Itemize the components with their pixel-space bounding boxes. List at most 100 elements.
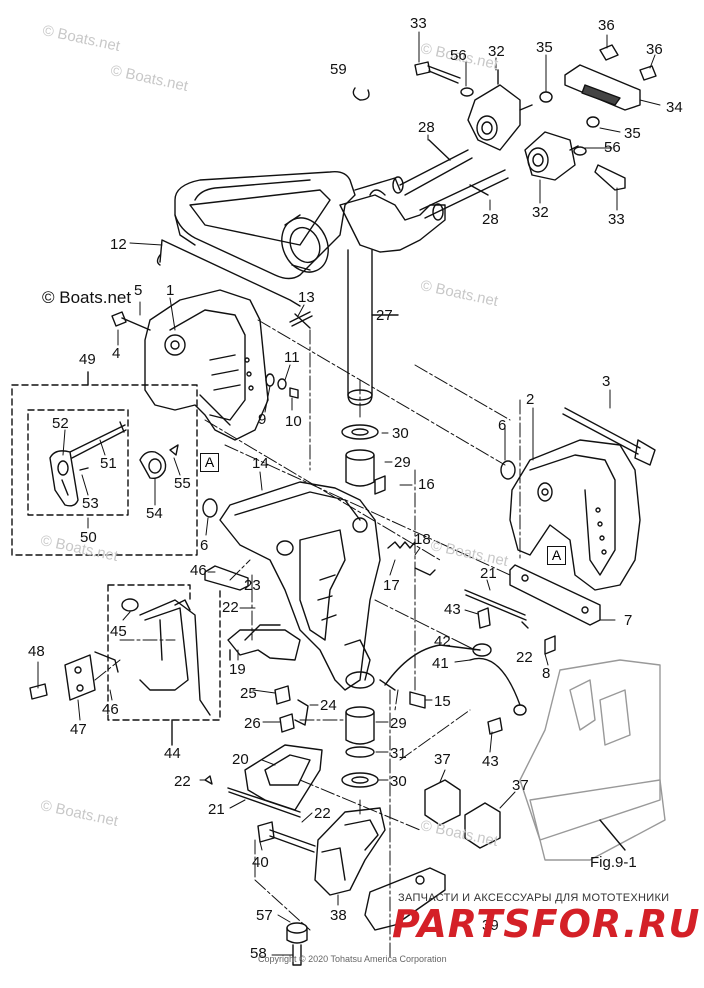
- part-label: 23: [244, 577, 261, 594]
- part-label: 16: [418, 476, 435, 493]
- part-label: 22: [174, 773, 191, 790]
- leader-fig: [599, 819, 626, 851]
- part-label: 44: [164, 745, 181, 762]
- part-label: 6: [200, 537, 209, 554]
- part-label: 48: [28, 643, 45, 660]
- bolts-washers-top-drawing: [352, 61, 626, 191]
- promo-text: ЗАПЧАСТИ И АКСЕССУАРЫ ДЛЯ МОТОТЕХНИКИ: [398, 892, 670, 904]
- part-label: 7: [624, 612, 633, 629]
- assembly-box-44: [107, 584, 221, 721]
- part-label: 37: [434, 751, 451, 768]
- part-label: 19: [229, 661, 246, 678]
- part-label: 59: [330, 61, 347, 78]
- part-label: 15: [434, 693, 451, 710]
- part-label: 6: [498, 417, 507, 434]
- part-label: 35: [536, 39, 553, 56]
- part-label: 49: [79, 351, 96, 368]
- ref-box-a: A: [547, 546, 566, 565]
- part-label: 54: [146, 505, 163, 522]
- part-label: 8: [542, 665, 551, 682]
- part-label: 12: [110, 236, 127, 253]
- clamp-bracket-right-drawing: [509, 439, 641, 591]
- part-label: 51: [100, 455, 117, 472]
- part-label: 3: [602, 373, 611, 390]
- ground-wire-drawing: [379, 607, 527, 716]
- part-label: 4: [112, 345, 121, 362]
- part-label: 31: [390, 745, 407, 762]
- bushings-top-drawing: [341, 424, 386, 495]
- part-label: 26: [244, 715, 261, 732]
- washer-6-left: [202, 498, 218, 518]
- part-label: 28: [418, 119, 435, 136]
- part-label: 21: [480, 565, 497, 582]
- part-25-drawing: [274, 685, 291, 705]
- part-label: 9: [258, 411, 267, 428]
- copyright-text: Copyright © 2020 Tohatsu America Corpora…: [258, 954, 447, 964]
- rod-21-upper: [464, 589, 527, 621]
- swivel-bracket-drawing: [219, 481, 381, 691]
- part-label: 27: [376, 307, 393, 324]
- part-26-drawing: [279, 713, 295, 733]
- part-label: 29: [394, 454, 411, 471]
- part-label: 56: [450, 47, 467, 64]
- washer-6-right: [500, 460, 516, 480]
- part-label: 29: [390, 715, 407, 732]
- screw-51-drawing: [69, 421, 127, 459]
- part-label: 5: [134, 282, 143, 299]
- screw-13-drawing: [289, 311, 313, 329]
- part-label: 46: [190, 562, 207, 579]
- spring-17-drawing: [387, 541, 436, 576]
- stud-bolts-drawing: [399, 139, 509, 219]
- part-label: 41: [432, 655, 449, 672]
- part-label: 37: [512, 777, 529, 794]
- part-label: 24: [320, 697, 337, 714]
- part-label: 20: [232, 751, 249, 768]
- part-label: 11: [284, 349, 300, 366]
- part-label: 28: [482, 211, 499, 228]
- part-label: 43: [444, 601, 461, 618]
- lock-plate-drawing: [244, 744, 323, 811]
- knob-54-drawing: [139, 450, 167, 480]
- assembly-box-50: [27, 409, 129, 516]
- part-label: 43: [482, 753, 499, 770]
- part-label: 21: [208, 801, 225, 818]
- bolt-3-drawing: [562, 407, 656, 466]
- bracket-47-drawing: [29, 651, 119, 701]
- leader-lines: [37, 31, 661, 956]
- part-label: 34: [666, 99, 683, 116]
- part-label: 32: [532, 204, 549, 221]
- part-label: 1: [166, 282, 175, 299]
- partsfor-logo: PARTSFOR.RU: [392, 902, 701, 946]
- watermark-main: © Boats.net: [42, 288, 132, 307]
- part-label: 22: [222, 599, 239, 616]
- part-label: 46: [102, 701, 119, 718]
- rod-21-lower: [227, 787, 301, 818]
- part-label: 33: [608, 211, 625, 228]
- rubber-mounts-drawing: [467, 69, 579, 181]
- part-label: 22: [516, 649, 533, 666]
- part-label: 56: [604, 139, 621, 156]
- part-label: 36: [598, 17, 615, 34]
- steering-bracket-drawing: [174, 170, 446, 280]
- part-label: 38: [330, 907, 347, 924]
- part-label: 57: [256, 907, 273, 924]
- part-label: 40: [252, 854, 269, 871]
- clip-22-lower: [204, 775, 213, 785]
- washers-mid-drawing: [265, 373, 299, 399]
- figure-ref: Fig.9-1: [590, 854, 637, 871]
- part-label: 22: [314, 805, 331, 822]
- part-label: 2: [526, 391, 535, 408]
- mount-plate-drawing: [564, 44, 657, 111]
- part-label: 39: [482, 917, 499, 934]
- plate-7-drawing: [509, 564, 601, 626]
- part-label: 45: [110, 623, 127, 640]
- center-lines: [94, 319, 521, 961]
- part-label: 47: [70, 721, 87, 738]
- assembly-box-49: [11, 384, 198, 556]
- clamp-bracket-left-drawing: [144, 289, 269, 441]
- pads-37-drawing: [424, 779, 501, 849]
- part-label: 53: [82, 495, 99, 512]
- part-label: 32: [488, 43, 505, 60]
